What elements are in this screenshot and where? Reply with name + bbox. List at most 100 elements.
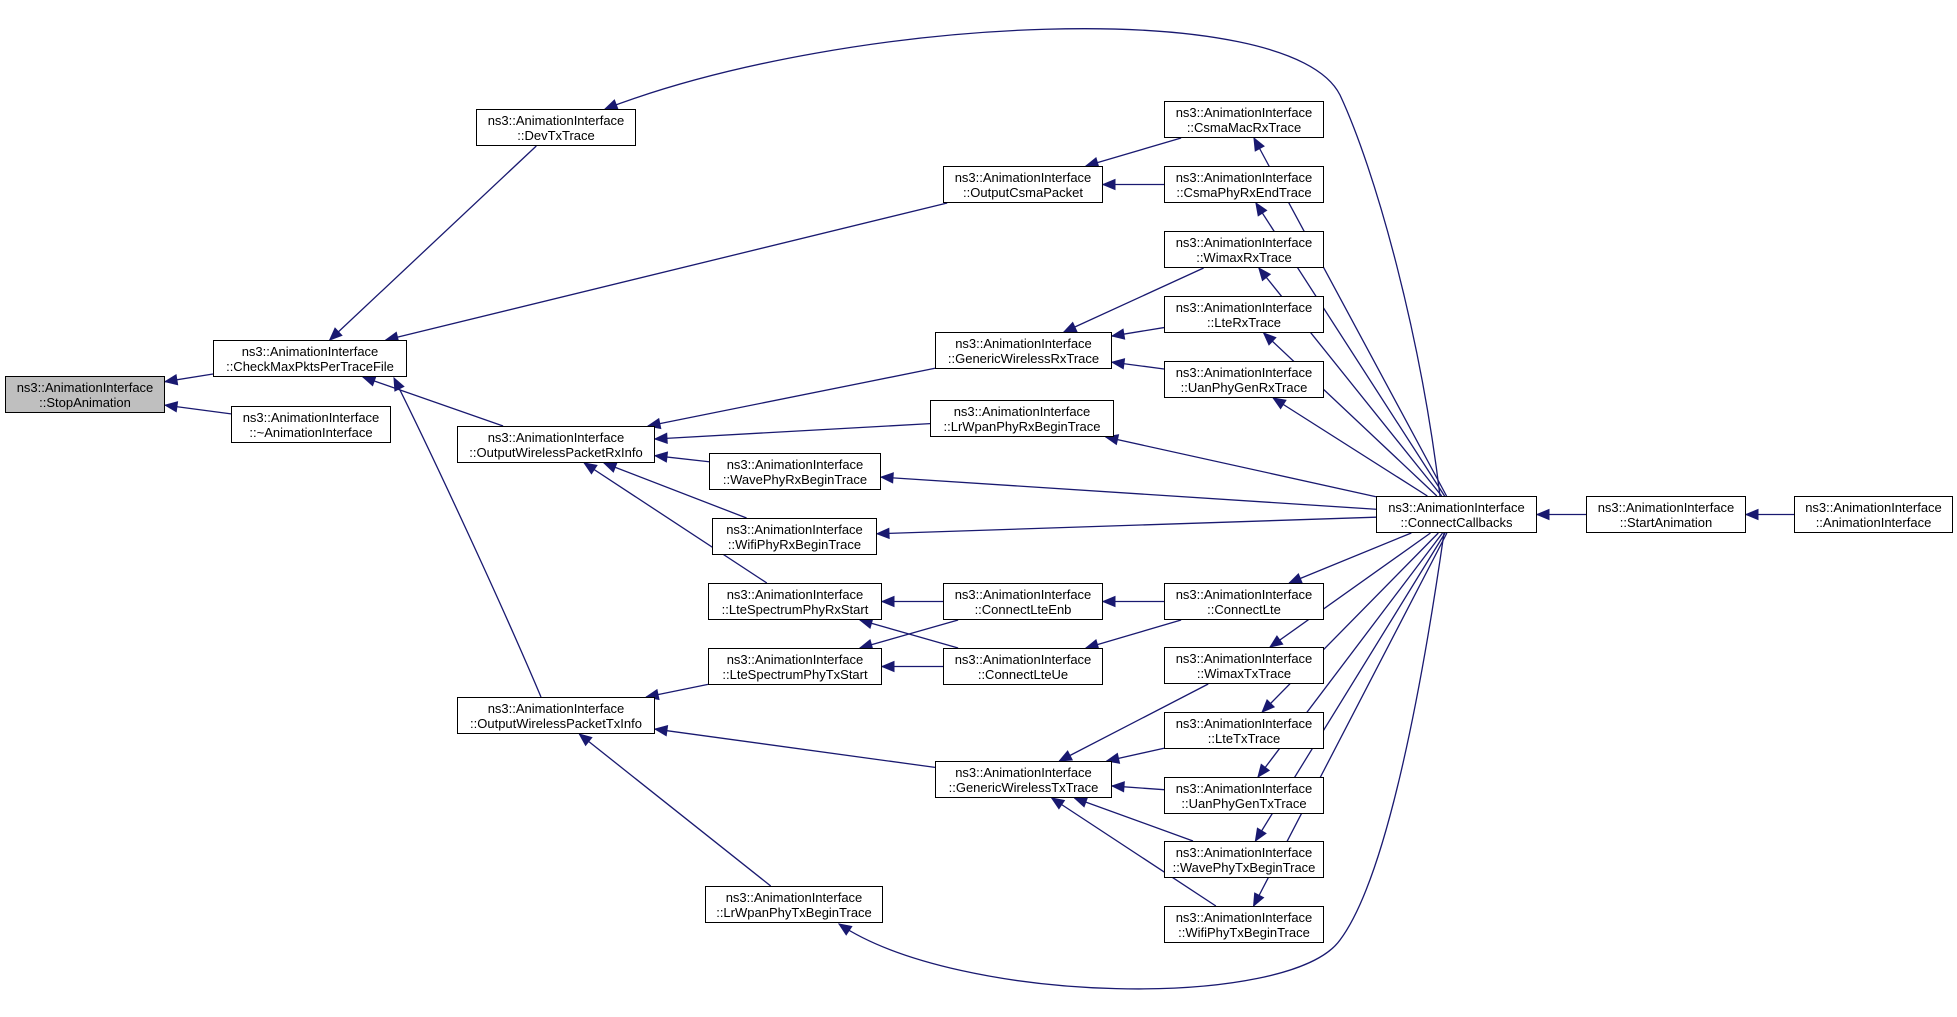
node-txinfo[interactable]: ns3::AnimationInterface::OutputWirelessP… xyxy=(457,697,655,734)
node-cb[interactable]: ns3::AnimationInterface::ConnectCallback… xyxy=(1376,496,1537,533)
node-namespace-label: ns3::AnimationInterface xyxy=(1175,844,1313,860)
node-function-label: ::UanPhyGenTxTrace xyxy=(1181,795,1307,811)
node-rxinfo[interactable]: ns3::AnimationInterface::OutputWirelessP… xyxy=(457,426,655,463)
node-csmamac[interactable]: ns3::AnimationInterface::CsmaMacRxTrace xyxy=(1164,101,1324,138)
node-lterxs[interactable]: ns3::AnimationInterface::LteSpectrumPhyR… xyxy=(708,583,882,620)
node-function-label: ::CsmaPhyRxEndTrace xyxy=(1176,184,1312,200)
edge-cb-to-lrtx-arrowhead xyxy=(837,923,853,936)
edge-enb-to-lterxs-arrowhead xyxy=(880,595,895,608)
node-connlte[interactable]: ns3::AnimationInterface::ConnectLte xyxy=(1164,583,1324,620)
node-namespace-label: ns3::AnimationInterface xyxy=(1175,650,1313,666)
edge-connlte-to-enb-arrowhead xyxy=(1101,595,1116,608)
node-wavetx[interactable]: ns3::AnimationInterface::WavePhyTxBeginT… xyxy=(1164,841,1324,878)
node-ctor[interactable]: ns3::AnimationInterface::AnimationInterf… xyxy=(1794,496,1953,533)
edge-cb-to-lrrx xyxy=(1105,436,1377,498)
edge-cb-to-ltetx-arrowhead xyxy=(1261,699,1276,713)
node-lterx[interactable]: ns3::AnimationInterface::LteRxTrace xyxy=(1164,296,1324,333)
node-csmapkt[interactable]: ns3::AnimationInterface::OutputCsmaPacke… xyxy=(943,166,1103,203)
node-function-label: ::GenericWirelessRxTrace xyxy=(947,350,1100,366)
edge-enb-to-ltetxs xyxy=(859,619,959,649)
node-namespace-label: ns3::AnimationInterface xyxy=(726,521,863,537)
node-function-label: ::WavePhyRxBeginTrace xyxy=(722,471,868,487)
node-wimaxrx[interactable]: ns3::AnimationInterface::WimaxRxTrace xyxy=(1164,231,1324,268)
node-function-label: ::ConnectLteUe xyxy=(977,666,1069,682)
node-lrtx[interactable]: ns3::AnimationInterface::LrWpanPhyTxBegi… xyxy=(705,886,883,923)
node-check[interactable]: ns3::AnimationInterface::CheckMaxPktsPer… xyxy=(213,340,407,377)
node-dtor[interactable]: ns3::AnimationInterface::~AnimationInter… xyxy=(231,406,391,443)
edge-dtor-to-stop-arrowhead xyxy=(163,401,179,413)
node-ltetx[interactable]: ns3::AnimationInterface::LteTxTrace xyxy=(1164,712,1324,749)
node-function-label: ::LteSpectrumPhyTxStart xyxy=(722,666,868,682)
edge-cb-to-devtx xyxy=(604,28,1441,497)
edge-rxinfo-to-check xyxy=(362,376,504,427)
node-start[interactable]: ns3::AnimationInterface::StartAnimation xyxy=(1586,496,1746,533)
node-lrrx[interactable]: ns3::AnimationInterface::LrWpanPhyRxBegi… xyxy=(930,400,1114,437)
node-enb[interactable]: ns3::AnimationInterface::ConnectLteEnb xyxy=(943,583,1103,620)
node-namespace-label: ns3::AnimationInterface xyxy=(725,889,863,905)
node-wimaxtx[interactable]: ns3::AnimationInterface::WimaxTxTrace xyxy=(1164,647,1324,684)
node-csmaphy[interactable]: ns3::AnimationInterface::CsmaPhyRxEndTra… xyxy=(1164,166,1324,203)
edge-ctor-to-start-arrowhead xyxy=(1744,508,1759,521)
edge-lrrx-to-rxinfo xyxy=(654,422,931,440)
edge-cb-to-wavetx-arrowhead xyxy=(1254,827,1267,843)
edge-uantx-to-gentx-arrowhead xyxy=(1110,781,1125,793)
edge-ltetx-to-gentx-arrowhead xyxy=(1105,752,1121,764)
edge-cb-to-waverx xyxy=(880,476,1377,510)
node-namespace-label: ns3::AnimationInterface xyxy=(1175,780,1313,796)
node-namespace-label: ns3::AnimationInterface xyxy=(954,651,1092,667)
node-waverx[interactable]: ns3::AnimationInterface::WavePhyRxBeginT… xyxy=(709,453,881,490)
node-wifirx[interactable]: ns3::AnimationInterface::WifiPhyRxBeginT… xyxy=(712,518,877,555)
node-namespace-label: ns3::AnimationInterface xyxy=(242,409,380,425)
node-function-label: ::WifiPhyRxBeginTrace xyxy=(727,536,862,552)
node-function-label: ::OutputCsmaPacket xyxy=(963,184,1083,200)
node-function-label: ::LrWpanPhyRxBeginTrace xyxy=(943,418,1101,434)
edge-csmaphy-to-csmapkt-arrowhead xyxy=(1101,178,1116,191)
node-ue[interactable]: ns3::AnimationInterface::ConnectLteUe xyxy=(943,648,1103,685)
node-function-label: ::CsmaMacRxTrace xyxy=(1186,119,1302,135)
edge-ue-to-ltetxs-arrowhead xyxy=(880,660,895,673)
node-namespace-label: ns3::AnimationInterface xyxy=(487,112,625,128)
edge-wifirx-to-rxinfo xyxy=(603,462,747,519)
edge-cb-to-wifirx-arrowhead xyxy=(875,527,890,540)
node-uanrx[interactable]: ns3::AnimationInterface::UanPhyGenRxTrac… xyxy=(1164,361,1324,398)
edge-cb-to-csmamac-arrowhead xyxy=(1253,136,1265,152)
edge-lterxs-to-rxinfo-arrowhead xyxy=(583,462,598,475)
node-function-label: ::LteRxTrace xyxy=(1207,314,1281,330)
node-ltetxs[interactable]: ns3::AnimationInterface::LteSpectrumPhyT… xyxy=(708,648,882,685)
edge-wimaxtx-to-gentx xyxy=(1058,683,1209,762)
node-namespace-label: ns3::AnimationInterface xyxy=(1175,364,1313,380)
node-gentx[interactable]: ns3::AnimationInterface::GenericWireless… xyxy=(935,761,1112,798)
edge-txinfo-to-check-arrowhead xyxy=(393,376,405,392)
edge-cb-to-uanrx xyxy=(1272,397,1428,497)
node-namespace-label: ns3::AnimationInterface xyxy=(241,343,379,359)
edge-cb-to-lrtx xyxy=(838,532,1445,990)
edge-gentx-to-txinfo xyxy=(654,728,936,769)
edge-csmapkt-to-check xyxy=(385,202,948,341)
edge-cb-to-connlte xyxy=(1288,532,1412,584)
node-function-label: ::AnimationInterface xyxy=(1815,514,1932,530)
edge-wifitx-to-gentx xyxy=(1051,797,1217,907)
node-namespace-label: ns3::AnimationInterface xyxy=(955,764,1092,780)
node-namespace-label: ns3::AnimationInterface xyxy=(726,651,864,667)
node-namespace-label: ns3::AnimationInterface xyxy=(1175,104,1313,120)
node-namespace-label: ns3::AnimationInterface xyxy=(1597,499,1735,515)
node-devtx[interactable]: ns3::AnimationInterface::DevTxTrace xyxy=(476,109,636,146)
edge-lterx-to-genrx-arrowhead xyxy=(1110,328,1126,340)
node-namespace-label: ns3::AnimationInterface xyxy=(1805,499,1942,515)
edge-waverx-to-rxinfo-arrowhead xyxy=(653,451,669,463)
node-wifitx[interactable]: ns3::AnimationInterface::WifiPhyTxBeginT… xyxy=(1164,906,1324,943)
node-genrx[interactable]: ns3::AnimationInterface::GenericWireless… xyxy=(935,332,1112,369)
node-uantx[interactable]: ns3::AnimationInterface::UanPhyGenTxTrac… xyxy=(1164,777,1324,814)
node-function-label: ::WimaxTxTrace xyxy=(1196,665,1292,681)
node-stop[interactable]: ns3::AnimationInterface::StopAnimation xyxy=(5,376,165,413)
node-namespace-label: ns3::AnimationInterface xyxy=(1175,586,1313,602)
node-namespace-label: ns3::AnimationInterface xyxy=(1175,715,1313,731)
node-function-label: ::GenericWirelessTxTrace xyxy=(948,779,1099,795)
edge-lrrx-to-rxinfo-arrowhead xyxy=(653,432,668,445)
edge-uanrx-to-genrx-arrowhead xyxy=(1110,358,1126,370)
node-namespace-label: ns3::AnimationInterface xyxy=(1175,234,1313,250)
node-function-label: ::~AnimationInterface xyxy=(249,424,373,440)
edge-check-to-stop-arrowhead xyxy=(163,374,179,386)
node-function-label: ::ConnectCallbacks xyxy=(1400,514,1513,530)
node-namespace-label: ns3::AnimationInterface xyxy=(487,700,625,716)
